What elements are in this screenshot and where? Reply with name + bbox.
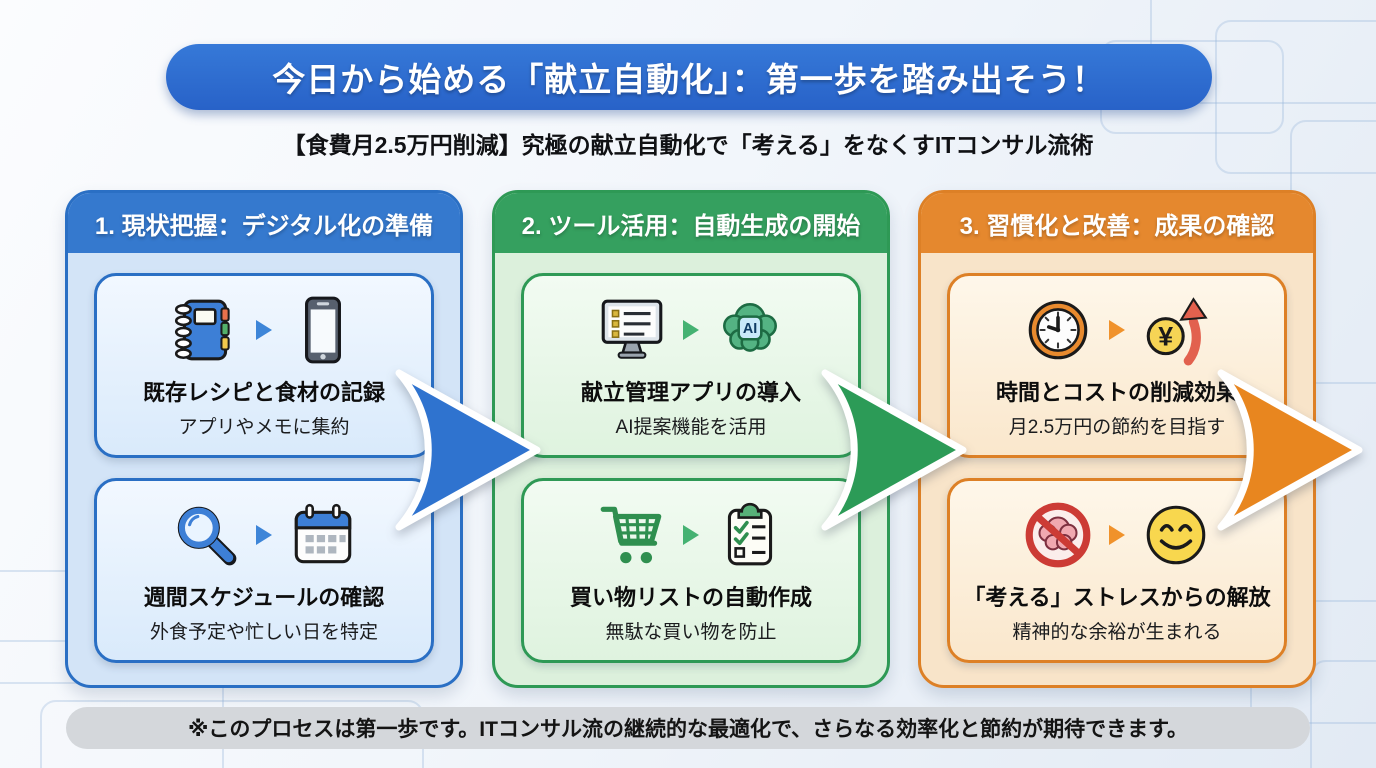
- card-recipe-record: 既存レシピと食材の記録 アプリやメモに集約: [94, 273, 434, 458]
- svg-text:¥: ¥: [1158, 321, 1173, 351]
- card-subtitle: アプリやメモに集約: [178, 416, 350, 438]
- card-time-cost-savings: ¥ 時間とコストの削減効果 月2.5万円の節約を目指す: [947, 273, 1287, 458]
- title-banner: 今日から始める「献立自動化」：第一歩を踏み出そう！: [166, 44, 1212, 110]
- icon-row: [168, 293, 360, 367]
- card-title: 献立管理アプリの導入: [580, 379, 801, 405]
- smartphone-icon: [305, 296, 341, 363]
- card-subtitle: 月2.5万円の節約を目指す: [1008, 416, 1226, 438]
- bg-pattern: [1310, 660, 1376, 768]
- panel-step2-header: 2. ツール活用：自動生成の開始: [495, 193, 887, 253]
- card-menu-app: AI 献立管理アプリの導入 AI提案機能を活用: [521, 273, 861, 458]
- ai-brain-icon: AI: [723, 302, 777, 352]
- card-subtitle: 無駄な買い物を防止: [605, 621, 777, 643]
- icon-row: AI: [595, 293, 787, 367]
- triangle-arrow-icon: [1109, 524, 1125, 545]
- card-subtitle: AI提案機能を活用: [615, 416, 767, 438]
- no-thinking-icon: [1025, 502, 1091, 567]
- panel-step1-header: 1. 現状把握：デジタル化の準備: [68, 193, 460, 253]
- card-subtitle: 外食予定や忙しい日を特定: [149, 621, 378, 643]
- card-stress-relief: 「考える」ストレスからの解放 精神的な余裕が生まれる: [947, 478, 1287, 663]
- panel-step1-body: 既存レシピと食材の記録 アプリやメモに集約: [68, 253, 460, 685]
- arrow-step1-to-step2-icon: [395, 369, 541, 531]
- footer-note: ※このプロセスは第一歩です。ITコンサル流の継続的な最適化で、さらなる効率化と節…: [66, 707, 1310, 749]
- arrow-step2-to-step3-icon: [821, 369, 967, 531]
- card-title: 週間スケジュールの確認: [143, 584, 385, 610]
- card-title: 既存レシピと食材の記録: [142, 379, 385, 405]
- svg-text:AI: AI: [743, 321, 757, 337]
- panel-step2: 2. ツール活用：自動生成の開始: [492, 190, 890, 688]
- card-weekly-schedule: 週間スケジュールの確認 外食予定や忙しい日を特定: [94, 478, 434, 663]
- triangle-arrow-icon: [683, 524, 699, 545]
- panel-step3-body: ¥ 時間とコストの削減効果 月2.5万円の節約を目指す: [921, 253, 1313, 685]
- magnifier-icon: [177, 506, 237, 565]
- panel-step2-body: AI 献立管理アプリの導入 AI提案機能を活用: [495, 253, 887, 685]
- panel-step3-header: 3. 習慣化と改善：成果の確認: [921, 193, 1313, 253]
- icon-row: [168, 498, 360, 572]
- arrow-step3-onward-icon: [1217, 369, 1363, 531]
- clipboard-checklist-icon: [727, 502, 773, 565]
- clock-icon: [1028, 300, 1088, 359]
- card-title: 買い物リストの自動作成: [569, 584, 812, 610]
- card-subtitle: 精神的な余裕が生まれる: [1012, 621, 1222, 643]
- smiley-icon: [1146, 505, 1206, 564]
- shopping-cart-icon: [600, 506, 662, 563]
- icon-row: [595, 498, 787, 572]
- triangle-arrow-icon: [256, 524, 272, 545]
- triangle-arrow-icon: [256, 319, 272, 340]
- monitor-checklist-icon: [601, 299, 663, 359]
- card-shopping-list: 買い物リストの自動作成 無駄な買い物を防止: [521, 478, 861, 663]
- icon-row: [1021, 498, 1213, 572]
- card-title: 「考える」ストレスからの解放: [963, 584, 1271, 610]
- card-title: 時間とコストの削減効果: [995, 379, 1238, 405]
- page-title: 今日から始める「献立自動化」：第一歩を踏み出そう！: [272, 61, 1106, 98]
- notebook-icon: [174, 299, 230, 360]
- calendar-icon: [294, 503, 352, 563]
- yen-up-icon: ¥: [1146, 296, 1208, 365]
- page-subtitle: 【食費月2.5万円削減】究極の献立自動化で「考える」をなくすITコンサル流術: [282, 132, 1094, 158]
- triangle-arrow-icon: [683, 319, 699, 340]
- triangle-arrow-icon: [1109, 319, 1125, 340]
- icon-row: ¥: [1021, 293, 1213, 367]
